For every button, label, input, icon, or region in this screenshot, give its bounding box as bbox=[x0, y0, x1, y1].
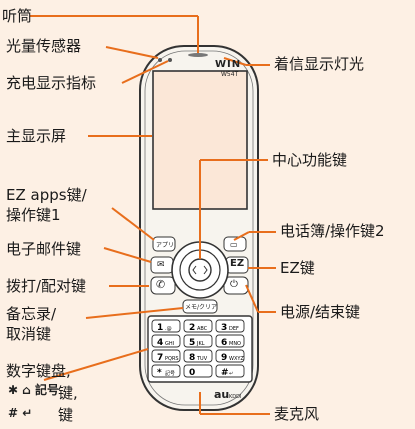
keypad-letters: ABC bbox=[197, 326, 208, 332]
keypad-letters: 記号 bbox=[165, 370, 175, 377]
keypad-letters: GHI bbox=[165, 341, 174, 347]
label-microphone: 麦克风 bbox=[274, 405, 320, 423]
keypad-key-2[interactable] bbox=[183, 319, 213, 333]
keypad-digit: 2 bbox=[189, 323, 195, 333]
label-ez-apps-key: EZ apps键/ bbox=[6, 186, 87, 204]
keypad-digit: 6 bbox=[221, 338, 227, 348]
keypad-letters: JKL bbox=[196, 341, 205, 347]
power-icon: ⏻ bbox=[230, 279, 238, 290]
keypad-letters: .@ bbox=[165, 326, 172, 332]
keypad-key-6[interactable] bbox=[215, 334, 245, 348]
hash-key-icon: # ↵ bbox=[8, 406, 33, 420]
label-ez-key: EZ键 bbox=[280, 259, 315, 277]
keypad-key-3[interactable] bbox=[215, 319, 245, 333]
keypad-key-4[interactable] bbox=[151, 334, 181, 348]
keypad-digit: 7 bbox=[157, 353, 163, 363]
label-memo-key-2: 取消键 bbox=[6, 325, 52, 343]
label-ez-apps-key-2: 操作键1 bbox=[6, 206, 61, 224]
keypad-key-0[interactable] bbox=[183, 364, 213, 378]
keypad-letters: TUV bbox=[196, 356, 208, 362]
keypad-digit: 5 bbox=[189, 338, 195, 348]
keypad-letters: WXYZ bbox=[229, 356, 244, 362]
keypad-key-#[interactable] bbox=[215, 364, 245, 378]
label-earpiece: 听筒 bbox=[2, 7, 33, 25]
label-keypad-2: 键, bbox=[58, 384, 78, 402]
keypad-digit: 3 bbox=[221, 323, 227, 333]
keypad-digit: 1 bbox=[157, 323, 163, 333]
keypad-digit: 9 bbox=[221, 353, 227, 363]
earpiece-slot bbox=[188, 53, 208, 57]
label-light-sensor: 光量传感器 bbox=[6, 37, 82, 55]
phone-call-icon: ✆ bbox=[156, 278, 166, 291]
model-top: W54T bbox=[221, 71, 239, 78]
label-main-display: 主显示屏 bbox=[6, 127, 67, 145]
keypad-key-5[interactable] bbox=[183, 334, 213, 348]
label-call-pair-key: 拨打/配对键 bbox=[6, 277, 87, 295]
keypad-key-7[interactable] bbox=[151, 349, 181, 363]
label-phonebook-key: 电话簿/操作键2 bbox=[280, 222, 385, 240]
label-power-end-key: 电源/结束键 bbox=[280, 303, 361, 321]
star-key-icon: ✱ ⌂ 記号 bbox=[8, 383, 60, 397]
label-memo-key: 备忘录/ bbox=[6, 305, 57, 323]
leader-lines bbox=[30, 15, 276, 415]
label-keypad: 数字键盘, bbox=[6, 362, 71, 380]
charge-lamp bbox=[168, 58, 172, 62]
brand-bottom-sub: KDDI bbox=[229, 394, 242, 400]
keypad-letters: MNO bbox=[229, 341, 241, 347]
memo-key-label: メモ/クリア bbox=[185, 304, 218, 311]
brand-bottom: au bbox=[214, 388, 230, 401]
brand-top: WIN bbox=[215, 59, 242, 70]
memo-key[interactable] bbox=[182, 299, 218, 314]
keypad-digit: 0 bbox=[189, 368, 195, 378]
mail-icon: ✉ bbox=[157, 260, 165, 270]
keypad-letters: DEF bbox=[229, 326, 239, 332]
keypad-key-8[interactable] bbox=[183, 349, 213, 363]
keypad-key-9[interactable] bbox=[215, 349, 245, 363]
label-email-key: 电子邮件键 bbox=[6, 240, 82, 258]
call-key[interactable] bbox=[150, 276, 176, 295]
light-sensor bbox=[158, 58, 162, 62]
keypad-letters: ↵ bbox=[229, 371, 233, 377]
label-charge-indicator: 充电显示指标 bbox=[6, 74, 97, 92]
keypad-digit: 8 bbox=[189, 353, 195, 363]
keypad-digit: * bbox=[157, 368, 162, 378]
keypad-digit: 4 bbox=[157, 338, 163, 348]
keypad-key-*[interactable] bbox=[151, 364, 181, 378]
keypad-digit: # bbox=[221, 368, 229, 378]
apps-key-label: アプリ bbox=[156, 242, 175, 249]
apps-key[interactable] bbox=[152, 236, 176, 252]
label-incoming-light: 着信显示灯光 bbox=[274, 55, 365, 73]
keypad-letters: PQRS bbox=[165, 356, 179, 362]
label-center-key: 中心功能键 bbox=[272, 151, 348, 169]
keypad-key-1[interactable] bbox=[151, 319, 181, 333]
ez-key-glyph: EZ bbox=[230, 258, 245, 269]
book-icon: ▭ bbox=[230, 240, 238, 249]
phonebook-key[interactable] bbox=[223, 236, 247, 252]
label-keypad-3: 键 bbox=[58, 406, 74, 424]
navigation-ring[interactable] bbox=[171, 241, 229, 299]
